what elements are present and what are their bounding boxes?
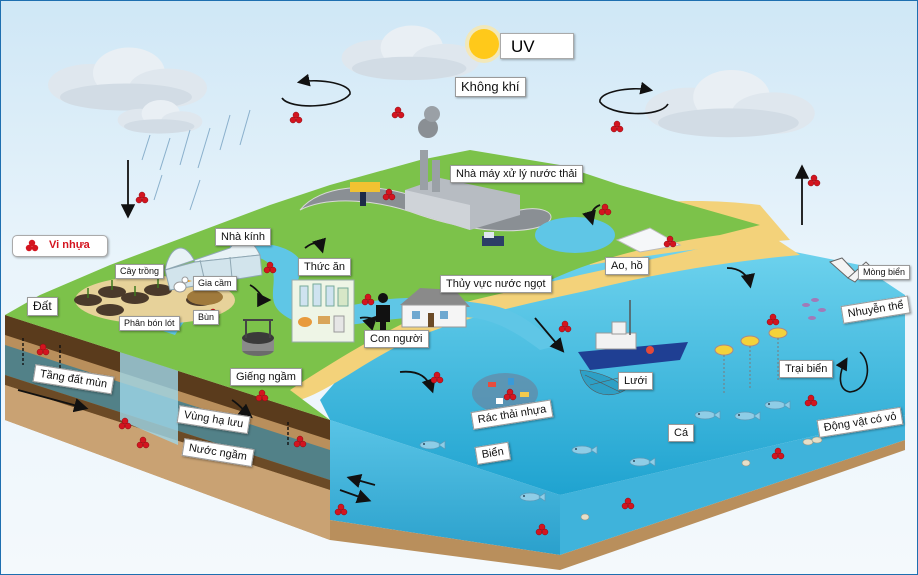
pond (535, 217, 615, 253)
sea-farm-label: Trại biển (779, 360, 834, 378)
seagull-label: Mòng biển (858, 265, 911, 280)
poultry-label: Gia cầm (193, 276, 237, 291)
poultry-icon (173, 276, 192, 293)
food-label: Thức ăn (298, 258, 351, 276)
boat-icon (578, 300, 688, 370)
shellfish-icon (580, 436, 823, 521)
microplastic-icon (25, 239, 39, 252)
cloud-icon (48, 47, 207, 111)
sea-front (330, 420, 560, 555)
greenhouse-label: Nhà kính (215, 228, 272, 246)
sun-icon (465, 25, 503, 63)
fish-label: Cá (668, 424, 695, 442)
beach (280, 235, 800, 400)
mud-label: Bùn (193, 310, 220, 325)
soil-label: Đất (27, 297, 58, 316)
freshwater-label: Thủy vực nước ngọt (440, 275, 552, 293)
well-label: Giếng ngầm (230, 368, 302, 386)
truck-icon (350, 182, 504, 246)
humans-label: Con người (364, 330, 429, 348)
food-icon (291, 279, 355, 343)
person-icon (376, 293, 390, 336)
cloud-icon (341, 25, 480, 81)
fertilizer-label: Phân bón lót (119, 316, 180, 331)
legend-label: Vi nhựa (49, 239, 90, 251)
well-icon (242, 319, 274, 356)
arrow-icon (17, 160, 810, 504)
net-label: Lưới (618, 372, 654, 390)
mollusk-icon (802, 298, 826, 320)
uv-label: UV (500, 33, 574, 59)
air-label: Không khí (455, 77, 526, 97)
legend: Vi nhựa (12, 235, 108, 257)
wastewater-plant-label: Nhà máy xử lý nước thải (450, 165, 583, 183)
pond-lake-label: Ao, hồ (605, 257, 649, 275)
net-icon (579, 369, 626, 396)
crops-label: Cây trồng (115, 264, 165, 279)
rain (141, 109, 251, 211)
arrow-icon (281, 73, 869, 393)
factory-icon (405, 106, 520, 230)
cloud-icon (645, 70, 815, 138)
sea-farm-icon (714, 327, 788, 395)
